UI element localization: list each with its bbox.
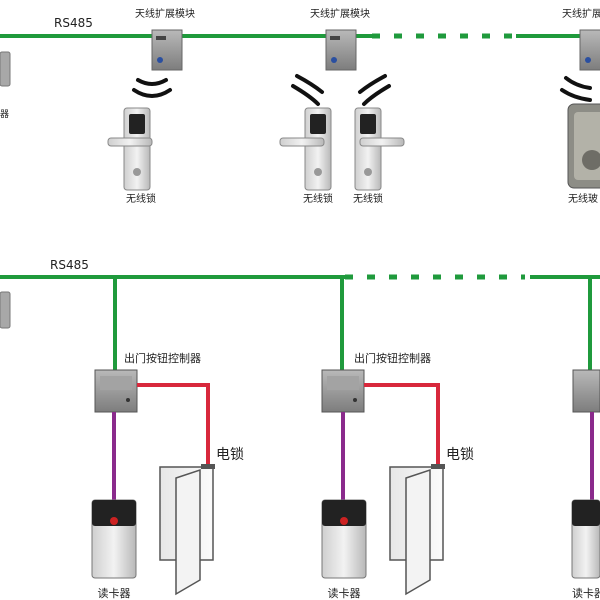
top-left-device — [0, 51, 11, 87]
wireless-glass-lock — [567, 103, 600, 189]
signal-waves-1 — [132, 78, 172, 98]
electric-lock-2-label: 电锁 — [446, 447, 474, 463]
bottom-left-device — [0, 291, 11, 329]
wireless-glass-lock-label: 无线玻 — [568, 192, 598, 205]
top-left-device-label: 器 — [0, 109, 9, 120]
lock-wire-1 — [137, 383, 210, 464]
bottom-bus-label: RS485 — [50, 258, 89, 272]
antenna-module-1-label: 天线扩展模块 — [135, 7, 195, 20]
wireless-lock-3 — [354, 107, 405, 191]
top-bus-label: RS485 — [54, 16, 93, 30]
card-reader-2 — [321, 499, 367, 579]
lock-wire-2 — [364, 383, 440, 464]
wireless-lock-1-label: 无线锁 — [126, 192, 156, 205]
door-2 — [389, 464, 445, 596]
antenna-module-3-label: 天线扩展模块 — [562, 7, 600, 20]
electric-lock-1-label: 电锁 — [216, 447, 244, 463]
antenna-module-2 — [325, 29, 357, 71]
exit-button-controller-3 — [572, 369, 600, 413]
signal-waves-3 — [560, 76, 592, 102]
wireless-lock-2 — [279, 107, 332, 191]
bus-drops — [113, 277, 592, 372]
signal-waves-2 — [291, 74, 391, 106]
wireless-lock-1 — [107, 107, 153, 191]
controller-2-label: 出门按钮控制器 — [354, 351, 431, 365]
card-reader-3-label: 读卡器 — [572, 586, 600, 600]
wireless-lock-3-label: 无线锁 — [353, 192, 383, 205]
door-1 — [159, 464, 215, 596]
antenna-module-2-label: 天线扩展模块 — [310, 7, 370, 20]
card-reader-3 — [571, 499, 600, 579]
antenna-module-1 — [151, 29, 183, 71]
card-reader-1 — [91, 499, 137, 579]
card-reader-1-label: 读卡器 — [98, 586, 131, 600]
exit-button-controller-1 — [94, 369, 138, 413]
wireless-lock-2-label: 无线锁 — [303, 192, 333, 205]
card-reader-2-label: 读卡器 — [328, 586, 361, 600]
exit-button-controller-2 — [321, 369, 365, 413]
antenna-module-3 — [579, 29, 600, 71]
controller-1-label: 出门按钮控制器 — [124, 351, 201, 365]
